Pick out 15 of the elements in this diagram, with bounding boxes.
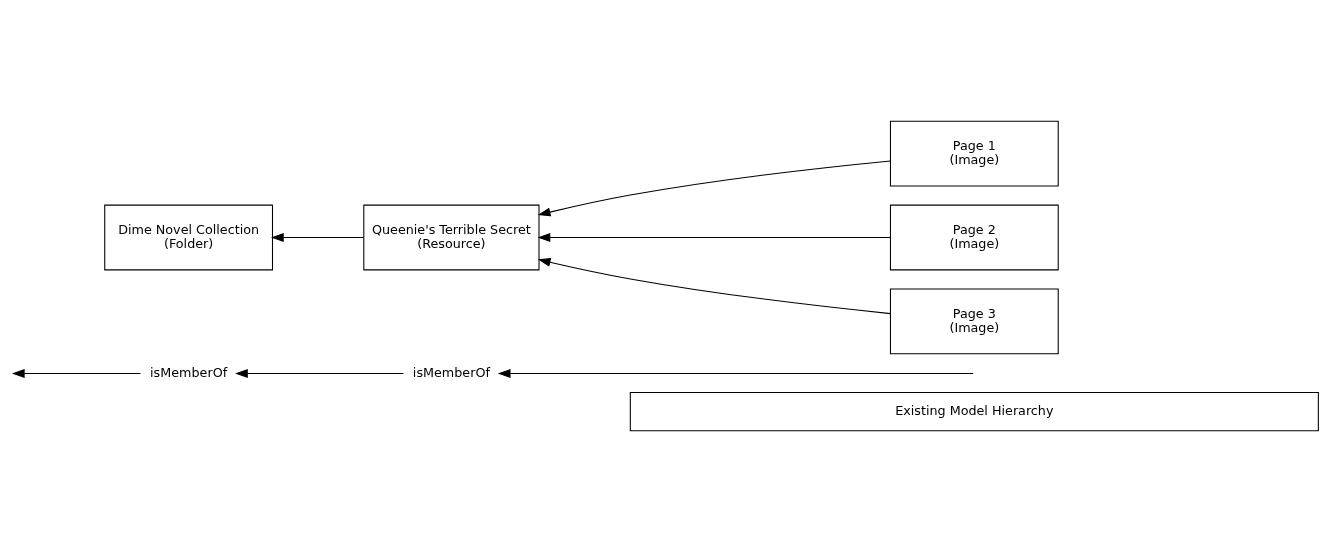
arrow (11, 368, 141, 378)
node-box: Queenie's Terrible Secret (Resource) (363, 204, 540, 271)
node-box: Dime Novel Collection (Folder) (104, 204, 274, 271)
arrow (537, 233, 891, 242)
node-box: Existing Model Hierarchy (629, 392, 1319, 432)
arrow (235, 368, 404, 378)
arrow (537, 257, 891, 315)
arrow (497, 368, 974, 378)
node-box: Page 3 (Image) (889, 288, 1059, 355)
node-text: isMemberOf (150, 364, 228, 380)
node-text: isMemberOf (412, 364, 490, 380)
arrow (270, 233, 365, 242)
node-box: Page 1 (Image) (889, 120, 1059, 187)
node-box: Page 2 (Image) (889, 204, 1059, 271)
arrow (537, 160, 891, 217)
